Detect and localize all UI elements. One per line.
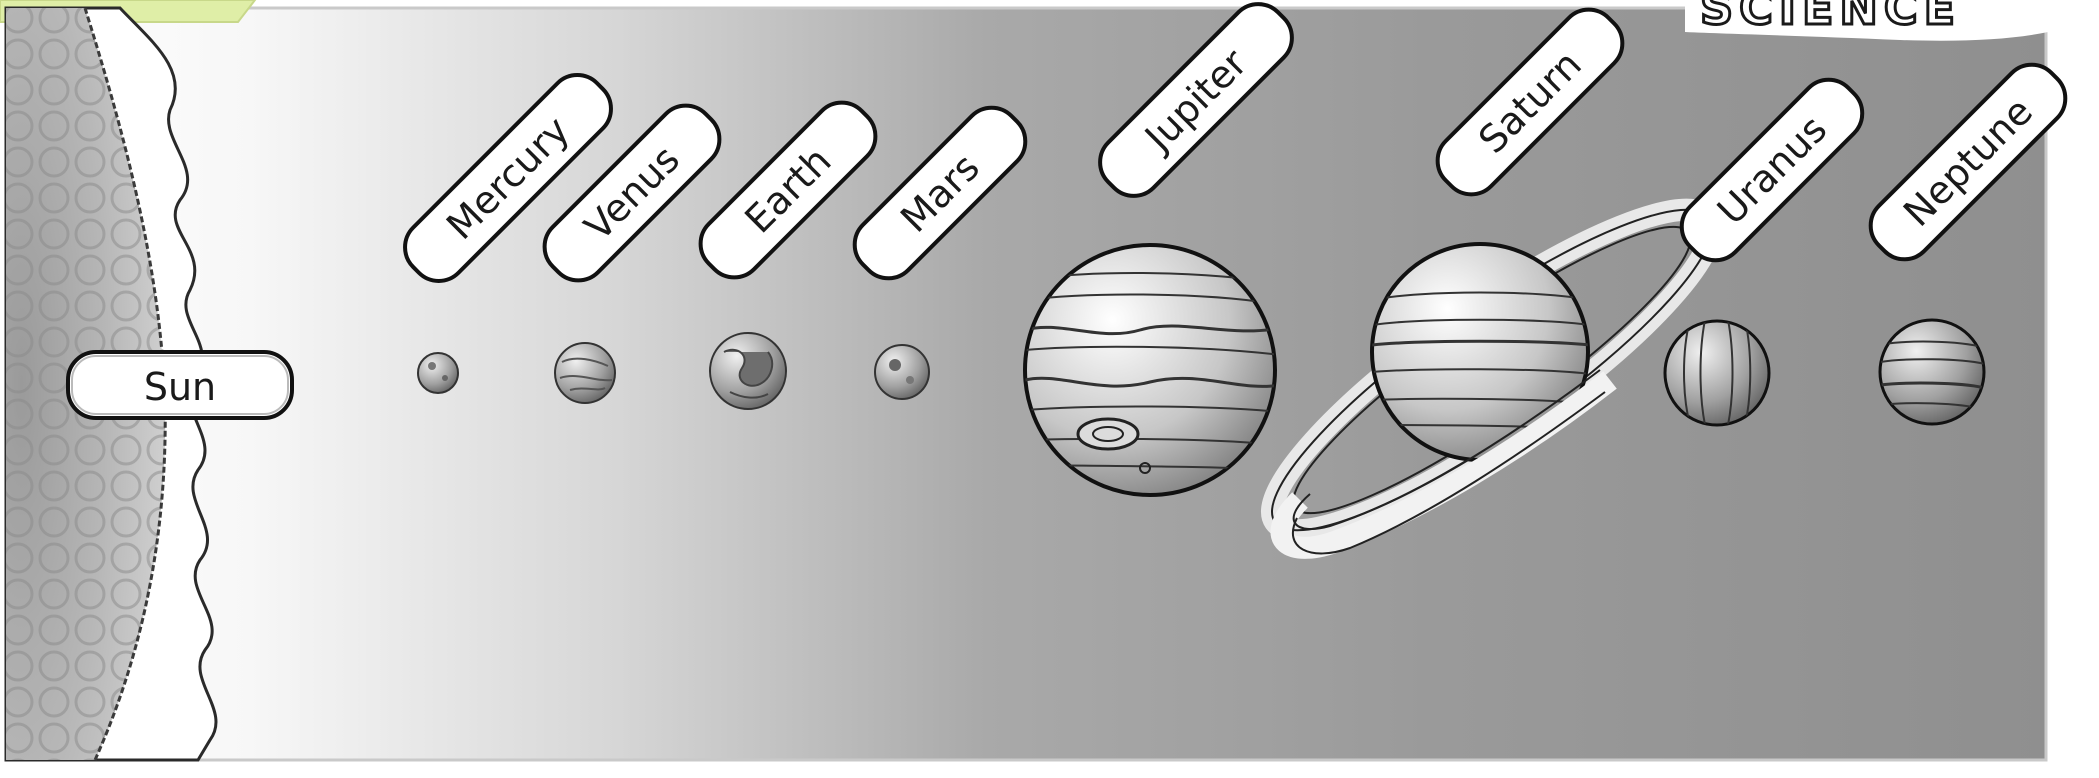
corner-badge-text: SCIENCE: [1700, 0, 1961, 35]
planet-neptune: [1880, 320, 1985, 424]
planet-mars: [875, 345, 929, 399]
sun-label-text: Sun: [144, 365, 216, 409]
planet-venus: [555, 343, 615, 403]
planet-earth: [710, 333, 786, 409]
planet-uranus: [1665, 320, 1769, 425]
sun-label: Sun: [68, 352, 292, 418]
planet-jupiter: [1025, 245, 1280, 495]
corner-badge: SCIENCE: [1685, 0, 2048, 41]
planet-mercury: [418, 353, 458, 393]
